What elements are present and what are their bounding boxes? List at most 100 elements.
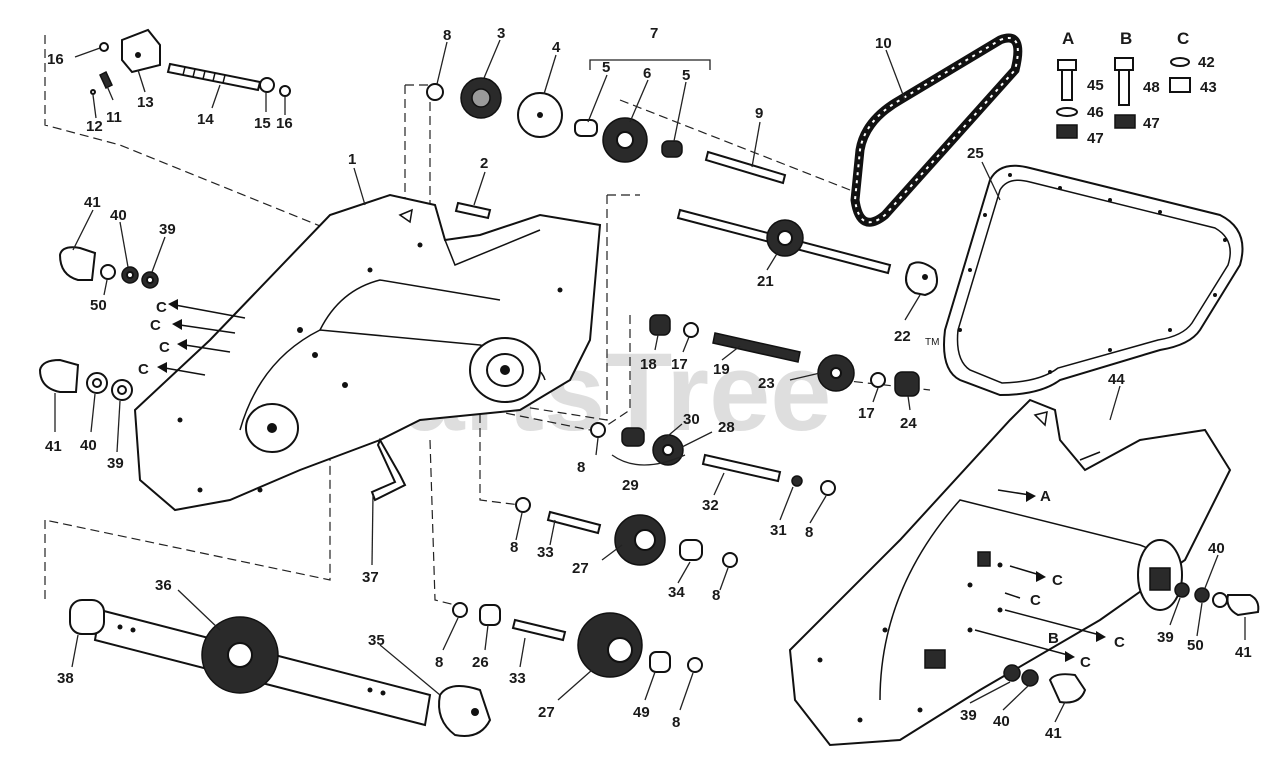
callout-47a: 47 [1087, 130, 1104, 147]
callout-39b: 39 [107, 455, 124, 472]
callout-33b: 33 [509, 670, 526, 687]
arrow-label-c-5: C [1052, 572, 1063, 589]
callout-39c: 39 [1157, 629, 1174, 646]
axle-assembly [69, 599, 492, 737]
right-side-bearings [1003, 582, 1260, 704]
legend-col-b: B [1120, 29, 1132, 48]
callout-32: 32 [702, 497, 719, 514]
callout-16b: 16 [276, 115, 293, 132]
callout-27a: 27 [572, 560, 589, 577]
right-housing [788, 398, 1232, 747]
gasket [943, 164, 1244, 397]
callout-21: 21 [757, 273, 774, 290]
arrow-label-c-3: C [159, 339, 170, 356]
callout-36: 36 [155, 577, 172, 594]
callout-34: 34 [668, 584, 685, 601]
callout-46: 46 [1087, 104, 1104, 121]
callout-8c: 8 [510, 539, 518, 556]
callout-42: 42 [1198, 54, 1215, 71]
callout-35: 35 [368, 632, 385, 649]
callout-5b: 5 [682, 67, 690, 84]
callout-41a: 41 [84, 194, 101, 211]
callout-7: 7 [650, 25, 658, 42]
callout-19: 19 [713, 361, 730, 378]
leader-lines [54, 39, 1246, 723]
arrow-label-c-7: C [1114, 634, 1125, 651]
callout-17b: 17 [858, 405, 875, 422]
lower-gear-assembly-upper [515, 497, 738, 568]
left-upper-bearings [58, 246, 159, 289]
left-lower-bearings [38, 358, 133, 401]
callout-27b: 27 [538, 704, 555, 721]
callout-13: 13 [137, 94, 154, 111]
callout-41b: 41 [45, 438, 62, 455]
callout-38: 38 [57, 670, 74, 687]
callout-50b: 50 [1187, 637, 1204, 654]
callout-2: 2 [480, 155, 488, 172]
callout-41c: 41 [1235, 644, 1252, 661]
callout-11: 11 [106, 109, 122, 126]
arrow-label-a: A [1040, 488, 1051, 505]
callout-4: 4 [552, 39, 561, 56]
callout-37: 37 [362, 569, 379, 586]
callout-39a: 39 [159, 221, 176, 238]
arrow-label-c-2: C [150, 317, 161, 334]
callout-8d: 8 [805, 524, 813, 541]
callout-25: 25 [967, 145, 984, 162]
arrow-label-c-4: C [138, 361, 149, 378]
callout-40c: 40 [1208, 540, 1225, 557]
callout-26: 26 [472, 654, 489, 671]
callout-48: 48 [1143, 79, 1160, 96]
callout-17a: 17 [671, 356, 688, 373]
callout-22: 22 [894, 328, 911, 345]
callout-40b: 40 [80, 437, 97, 454]
callout-12: 12 [86, 118, 103, 135]
hardware-legend [1056, 57, 1191, 139]
top-left-shaft-assembly [90, 28, 291, 97]
callout-5a: 5 [602, 59, 610, 76]
legend-col-c: C [1177, 29, 1189, 48]
callout-31: 31 [770, 522, 787, 539]
pin [454, 201, 492, 220]
callout-40d: 40 [993, 713, 1010, 730]
arrow-label-c-6: C [1030, 592, 1041, 609]
callout-8b: 8 [577, 459, 585, 476]
callout-8f: 8 [435, 654, 443, 671]
callout-45: 45 [1087, 77, 1104, 94]
callout-10: 10 [875, 35, 892, 52]
drive-chain [850, 33, 1023, 227]
callout-30: 30 [683, 411, 700, 428]
watermark-tm: TM [925, 337, 939, 348]
callout-39d: 39 [960, 707, 977, 724]
callout-15: 15 [254, 115, 271, 132]
callout-6: 6 [643, 65, 651, 82]
callout-43: 43 [1200, 79, 1217, 96]
callout-40a: 40 [110, 207, 127, 224]
callout-23: 23 [758, 375, 775, 392]
lower-middle-assembly [590, 422, 836, 496]
callout-44: 44 [1108, 371, 1125, 388]
callout-8e: 8 [712, 587, 720, 604]
callout-41d: 41 [1045, 725, 1062, 742]
upper-shaft-assembly [676, 208, 938, 297]
callout-28: 28 [718, 419, 735, 436]
arrow-label-b: B [1048, 630, 1059, 647]
callout-18: 18 [640, 356, 657, 373]
lower-gear-assembly-lower [452, 602, 703, 678]
direction-arrows [157, 299, 1106, 662]
part-callouts: 1 2 3 4 5 5 6 7 8 8 8 8 8 8 8 9 10 11 12… [45, 25, 1252, 742]
callout-33a: 33 [537, 544, 554, 561]
callout-24: 24 [900, 415, 917, 432]
callout-49: 49 [633, 704, 650, 721]
left-housing [133, 193, 602, 512]
callout-9: 9 [755, 105, 763, 122]
callout-50a: 50 [90, 297, 107, 314]
callout-1: 1 [348, 151, 356, 168]
arrow-label-c-8: C [1080, 654, 1091, 671]
callout-47b: 47 [1143, 115, 1160, 132]
arrow-label-c-1: C [156, 299, 167, 316]
callout-8a: 8 [443, 27, 451, 44]
callout-29: 29 [622, 477, 639, 494]
callout-16a: 16 [47, 51, 64, 68]
